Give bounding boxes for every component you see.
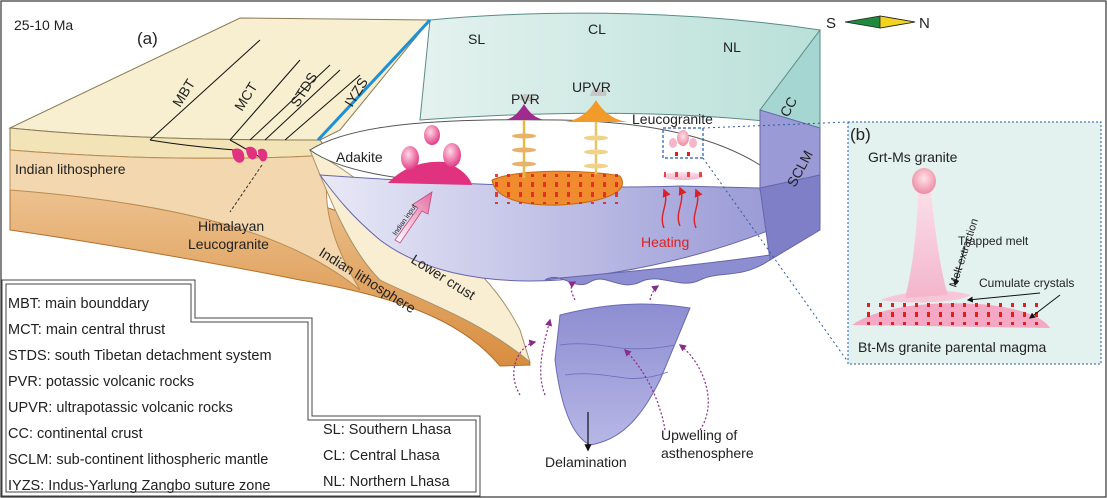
slab-inner-line <box>559 343 676 350</box>
indian-lithosphere-upper <box>9 149 361 291</box>
cumulate-label: Cumulate crystals <box>979 276 1074 290</box>
upvr-volcano <box>565 87 628 174</box>
compass-north: N <box>919 15 930 32</box>
nl-label: NL <box>723 39 741 55</box>
indian-input-arrow <box>394 191 433 244</box>
mbt-fault-curve <box>149 139 236 151</box>
legend-item-mct: MCT: main central thrust <box>8 322 166 338</box>
legend-item-upvr: UPVR: ultrapotassic volcanic rocks <box>8 400 233 416</box>
panel-b-label: (b) <box>850 125 871 144</box>
tethyan-top-surface <box>8 17 432 141</box>
panel-a-label: (a) <box>137 29 158 48</box>
himalayan-label-line2: Leucogranite <box>188 236 269 252</box>
stds-fault-line-1 <box>249 64 331 141</box>
trapped-melt-label: Trapped melt <box>958 234 1029 248</box>
leucogranite-label: Leucogranite <box>632 111 713 127</box>
mbt-fault-line <box>149 39 261 141</box>
legend-frame-inner <box>5 283 477 493</box>
mantle-base-wave <box>544 254 771 286</box>
adakite-label: Adakite <box>336 149 383 165</box>
melt-zone-dots <box>495 174 620 204</box>
legend-item-cc: CC: continental crust <box>8 426 143 442</box>
parental-magma-label: Bt-Ms granite parental magma <box>858 339 1047 355</box>
heating-label: Heating <box>641 234 689 250</box>
age-label: 25-10 Ma <box>14 17 73 33</box>
grt-ms-label: Grt-Ms granite <box>868 149 958 165</box>
leucogranite-body <box>662 127 704 180</box>
indian-lithosphere-upper-label: Indian lithosphere <box>15 161 126 177</box>
stds-fault-line-2 <box>264 69 341 141</box>
inset-connectors <box>702 121 849 363</box>
legend-item-pvr: PVR: potassic volcanic rocks <box>8 374 195 390</box>
legend-item-nl: NL: Northern Lhasa <box>323 474 450 490</box>
slab-inner-line-2 <box>564 371 669 379</box>
delaminated-slab <box>554 303 691 446</box>
himalayan-leader-line <box>229 164 263 213</box>
himalayan-label-line1: Himalayan <box>198 218 264 234</box>
upwelling-label-line2: asthenosphere <box>661 445 754 461</box>
compass-arrow <box>844 15 916 29</box>
upwelling-arrows <box>513 281 709 431</box>
legend-frame-outer <box>1 279 481 497</box>
thrust-faults <box>149 39 361 159</box>
compass-south: S <box>826 15 836 32</box>
legend-item-iyzs: IYZS: Indus-Yarlung Zangbo suture zone <box>8 478 271 494</box>
iyzs-suture-line <box>316 18 432 142</box>
legend-item-mbt: MBT: main bounddary <box>8 296 150 312</box>
pvr-volcano <box>505 93 545 178</box>
delamination-label: Delamination <box>545 454 627 470</box>
cl-label: CL <box>588 21 606 37</box>
legend-item-sclm: SCLM: sub-continent lithospheric mantle <box>8 452 269 468</box>
legend-item-stds: STDS: south Tibetan detachment system <box>8 348 272 364</box>
himalayan-leucogranite-blobs <box>232 146 268 163</box>
iyzs-fault-line <box>284 74 361 141</box>
upwelling-label-line1: Upwelling of <box>661 427 737 443</box>
legend-item-cl: CL: Central Lhasa <box>323 448 440 464</box>
inset-leaders <box>953 245 1061 319</box>
legend-item-sl: SL: Southern Lhasa <box>323 422 452 438</box>
inset-magma-system <box>852 168 1050 328</box>
sl-label: SL <box>468 31 485 47</box>
upvr-label: UPVR <box>572 79 611 95</box>
adakite-bodies <box>388 125 472 185</box>
heating-arrows <box>661 186 703 229</box>
pvr-label: PVR <box>511 91 540 107</box>
sclm-side-face-lower <box>759 174 821 261</box>
mct-fault-line <box>229 59 301 141</box>
